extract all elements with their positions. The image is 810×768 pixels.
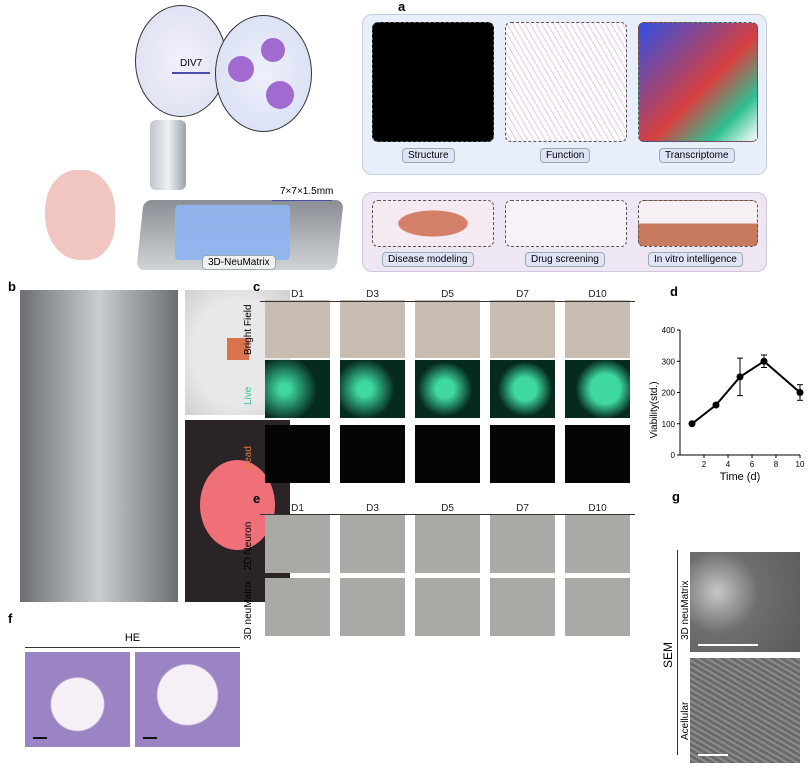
row-label-live: Live (243, 386, 254, 405)
micrograph (490, 425, 555, 483)
neuron-zoom-circle (135, 5, 227, 117)
y-tick-label: 200 (662, 389, 676, 398)
x-tick-label: 4 (726, 460, 731, 469)
y-tick-label: 300 (662, 357, 676, 366)
day-header: D3 (366, 503, 379, 514)
y-tick-label: 0 (671, 451, 676, 460)
micrograph (490, 515, 555, 573)
device-label: 3D-NeuMatrix (202, 255, 276, 270)
micrograph (565, 578, 630, 636)
he-title: HE (124, 632, 141, 644)
micrograph (265, 360, 330, 418)
micrograph (265, 425, 330, 483)
micrograph (565, 425, 630, 483)
micrograph (415, 425, 480, 483)
day-header: D7 (516, 503, 529, 514)
x-tick-label: 6 (750, 460, 755, 469)
day-header: D10 (588, 289, 607, 300)
sem-image-acellular (690, 658, 800, 763)
tile-label: In vitro intelligence (648, 252, 743, 267)
y-axis-label: Viability(std.) (649, 381, 660, 438)
day-header: D7 (516, 289, 529, 300)
row-label-3d-neumatrix: 3D neuMatrix (243, 580, 254, 640)
micrograph (490, 300, 555, 358)
sem-label: SEM (661, 641, 675, 668)
micrograph (565, 515, 630, 573)
micrograph (415, 360, 480, 418)
micrograph (340, 425, 405, 483)
data-point (712, 401, 720, 409)
tile-label: Structure (402, 148, 455, 163)
micrograph (415, 515, 480, 573)
x-tick-label: 10 (796, 460, 805, 469)
micrograph (340, 360, 405, 418)
size-label: 7×7×1.5mm (280, 186, 334, 197)
brain-image (372, 200, 494, 247)
function-image (505, 22, 627, 142)
panel-c-label: c (253, 279, 261, 294)
tile-label: Disease modeling (382, 252, 474, 267)
x-axis-label: Time (d) (720, 471, 761, 483)
row-label-bright-field: Bright Field (243, 304, 254, 355)
sem-image-3d (690, 552, 800, 652)
drug-screening-image (505, 200, 627, 247)
div7-label: DIV7 (180, 58, 203, 69)
row-label-dead: Dead (243, 446, 254, 470)
he-image (25, 652, 130, 747)
micrograph (340, 300, 405, 358)
day-header: D5 (441, 503, 454, 514)
panel-b-label: b (8, 279, 16, 294)
structure-image (372, 22, 494, 142)
arrow (172, 72, 210, 74)
panel-a-label: a (398, 0, 406, 14)
panel-f-label: f (8, 611, 13, 626)
micrograph (565, 300, 630, 358)
tile-label: Transcriptome (659, 148, 735, 163)
data-point (760, 357, 768, 365)
data-point (796, 389, 804, 396)
printer-nozzle (150, 120, 186, 190)
he-image (135, 652, 240, 747)
panel-g-label: g (672, 489, 680, 504)
data-point (688, 420, 696, 428)
spheroid-zoom-circle (215, 15, 312, 132)
row-label-2d-neuron: 2D Neuron (243, 521, 254, 570)
day-header: D5 (441, 289, 454, 300)
x-tick-label: 8 (774, 460, 779, 469)
printer-photo (20, 290, 178, 602)
micrograph (265, 300, 330, 358)
tile-label: Drug screening (525, 252, 605, 267)
panel-e-label: e (253, 491, 261, 506)
y-tick-label: 400 (662, 326, 676, 335)
micrograph (415, 300, 480, 358)
micrograph (340, 578, 405, 636)
micrograph (265, 515, 330, 573)
viability-chart: 0 100 200 300 400 2 4 6 8 10 Time (d) Viability(s… (649, 326, 805, 483)
in-vitro-image (638, 200, 758, 247)
data-point (736, 373, 744, 381)
y-tick-label: 100 (662, 420, 676, 429)
micrograph (565, 360, 630, 418)
day-header: D1 (291, 289, 304, 300)
tile-label: Function (540, 148, 591, 163)
micrograph (415, 578, 480, 636)
day-header: D1 (291, 503, 304, 514)
day-header: D3 (366, 289, 379, 300)
series-line (691, 360, 801, 425)
micrograph (265, 578, 330, 636)
micrograph (490, 578, 555, 636)
micrograph (490, 360, 555, 418)
transcriptome-image (638, 22, 758, 142)
micrograph (340, 515, 405, 573)
day-header: D10 (588, 503, 607, 514)
x-tick-label: 2 (702, 460, 707, 469)
panel-d-label: d (670, 284, 678, 299)
embryo-illustration (45, 170, 115, 260)
scaffold (175, 205, 290, 260)
